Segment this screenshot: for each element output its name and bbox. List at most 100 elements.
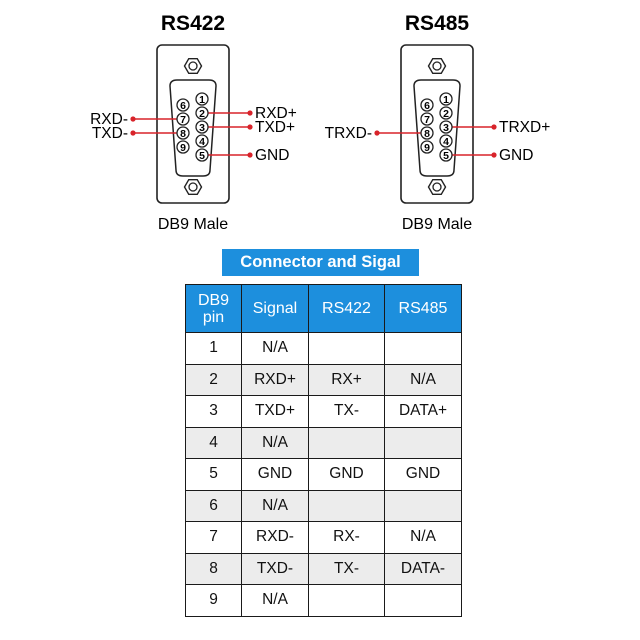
signal-label: RXD- xyxy=(90,111,128,128)
pin-1: 1 xyxy=(195,92,209,106)
cell-rs422: TX- xyxy=(308,552,385,585)
header-signal: Signal xyxy=(241,284,309,333)
connector-caption: DB9 Male xyxy=(402,216,472,233)
svg-text:6: 6 xyxy=(180,100,186,112)
pin-8: 8 xyxy=(420,126,434,140)
svg-text:3: 3 xyxy=(443,122,449,134)
table-header-row: DB9 pin Signal RS422 RS485 xyxy=(185,284,462,333)
pin-1: 1 xyxy=(439,92,453,106)
pin-7: 7 xyxy=(176,112,190,126)
svg-text:7: 7 xyxy=(424,114,430,126)
cell-rs422 xyxy=(308,584,385,617)
pin-3: 3 xyxy=(439,120,453,134)
svg-text:1: 1 xyxy=(199,94,205,106)
screw-icon xyxy=(183,178,203,196)
pin-5: 5 xyxy=(195,148,209,162)
svg-text:2: 2 xyxy=(443,108,449,120)
cell-pin: 7 xyxy=(185,521,242,554)
header-rs422: RS422 xyxy=(308,284,385,333)
screw-icon xyxy=(427,178,447,196)
svg-text:8: 8 xyxy=(424,128,430,140)
cell-rs485 xyxy=(384,489,462,522)
connector-housing xyxy=(413,79,461,177)
wire-endpoint xyxy=(247,124,253,130)
cell-rs422 xyxy=(308,489,385,522)
cell-pin: 1 xyxy=(185,332,242,365)
cell-signal: TXD+ xyxy=(241,395,309,428)
pin-2: 2 xyxy=(439,106,453,120)
cell-rs485 xyxy=(384,332,462,365)
cell-signal: TXD- xyxy=(241,552,309,585)
cell-pin: 2 xyxy=(185,363,242,396)
svg-text:7: 7 xyxy=(180,114,186,126)
signal-label: RXD+ xyxy=(255,105,297,122)
pin-9: 9 xyxy=(420,140,434,154)
signal-label: TRXD- xyxy=(325,125,372,142)
header-db9-pin: DB9 pin xyxy=(185,284,242,333)
cell-rs422 xyxy=(308,332,385,365)
svg-text:4: 4 xyxy=(199,136,205,148)
connector-title: RS485 xyxy=(405,12,470,35)
svg-text:4: 4 xyxy=(443,136,449,148)
screw-icon xyxy=(427,57,447,75)
svg-text:8: 8 xyxy=(180,128,186,140)
wire-endpoint xyxy=(130,116,136,122)
connector-housing xyxy=(169,79,217,177)
cell-rs485 xyxy=(384,584,462,617)
signal-label: TRXD+ xyxy=(499,119,550,136)
wire-endpoint xyxy=(374,130,380,136)
connector-title: RS422 xyxy=(161,12,225,35)
pin-4: 4 xyxy=(439,134,453,148)
cell-pin: 4 xyxy=(185,426,242,459)
cell-signal: RXD+ xyxy=(241,363,309,396)
screw-icon xyxy=(183,57,203,75)
wire-endpoint xyxy=(247,110,253,116)
table-title: Connector and Sigal xyxy=(222,249,419,276)
signal-label: GND xyxy=(255,147,289,164)
svg-text:9: 9 xyxy=(424,142,430,154)
wire-endpoint xyxy=(491,124,497,130)
pin-2: 2 xyxy=(195,106,209,120)
cell-rs422: RX- xyxy=(308,521,385,554)
cell-pin: 6 xyxy=(185,489,242,522)
signal-label: GND xyxy=(499,147,533,164)
pin-4: 4 xyxy=(195,134,209,148)
pin-7: 7 xyxy=(420,112,434,126)
signal-label: TXD- xyxy=(92,125,128,142)
svg-text:5: 5 xyxy=(443,150,449,162)
pin-6: 6 xyxy=(176,98,190,112)
cell-signal: RXD- xyxy=(241,521,309,554)
cell-signal: N/A xyxy=(241,584,309,617)
cell-pin: 3 xyxy=(185,395,242,428)
wire-endpoint xyxy=(491,152,497,158)
header-rs485: RS485 xyxy=(384,284,462,333)
svg-text:3: 3 xyxy=(199,122,205,134)
cell-pin: 8 xyxy=(185,552,242,585)
cell-signal: N/A xyxy=(241,426,309,459)
signal-label: TXD+ xyxy=(255,119,295,136)
svg-text:2: 2 xyxy=(199,108,205,120)
pin-6: 6 xyxy=(420,98,434,112)
cell-rs485: DATA+ xyxy=(384,395,462,428)
cell-rs485: N/A xyxy=(384,363,462,396)
pin-8: 8 xyxy=(176,126,190,140)
cell-rs485 xyxy=(384,426,462,459)
cell-signal: GND xyxy=(241,458,309,491)
pin-5: 5 xyxy=(439,148,453,162)
cell-rs422 xyxy=(308,426,385,459)
cell-rs422: GND xyxy=(308,458,385,491)
cell-signal: N/A xyxy=(241,489,309,522)
